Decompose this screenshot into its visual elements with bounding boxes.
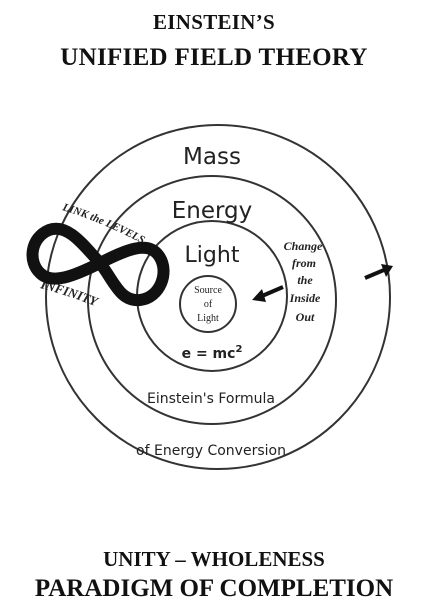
core-ring xyxy=(179,275,237,333)
change-text-1: Change xyxy=(284,239,323,253)
infinity-icon xyxy=(26,222,170,307)
header-line-2: UNIFIED FIELD THEORY xyxy=(60,44,368,71)
header-line-1: EINSTEIN’S xyxy=(152,10,276,34)
change-text-4: Inside xyxy=(289,291,321,305)
unified-field-diagram: Mass Energy Light Source of Light e = mc… xyxy=(26,124,393,470)
change-text-3: the xyxy=(297,273,313,287)
outer-caption: of Energy Conversion xyxy=(136,443,286,459)
change-text-2: from xyxy=(292,256,316,270)
arrow-icon xyxy=(364,264,393,280)
core-label-2: of xyxy=(204,299,213,310)
formula: e = mc2 xyxy=(182,344,243,362)
label-energy: Energy xyxy=(172,198,253,224)
change-text-5: Out xyxy=(296,310,315,324)
footer-line-1: UNITY – WHOLENESS xyxy=(103,547,325,571)
footer-line-2: PARADIGM OF COMPLETION xyxy=(34,575,394,602)
middle-caption: Einstein's Formula xyxy=(147,391,275,407)
outer-ring xyxy=(45,124,391,470)
formula-exp: 2 xyxy=(235,344,242,355)
label-mass: Mass xyxy=(183,144,241,170)
label-light: Light xyxy=(185,243,240,268)
formula-base: e = mc xyxy=(182,346,236,362)
arrow-icon xyxy=(252,285,284,302)
core-label-1: Source xyxy=(194,285,222,296)
middle-ring xyxy=(87,175,337,425)
core-label-3: Light xyxy=(197,313,219,324)
